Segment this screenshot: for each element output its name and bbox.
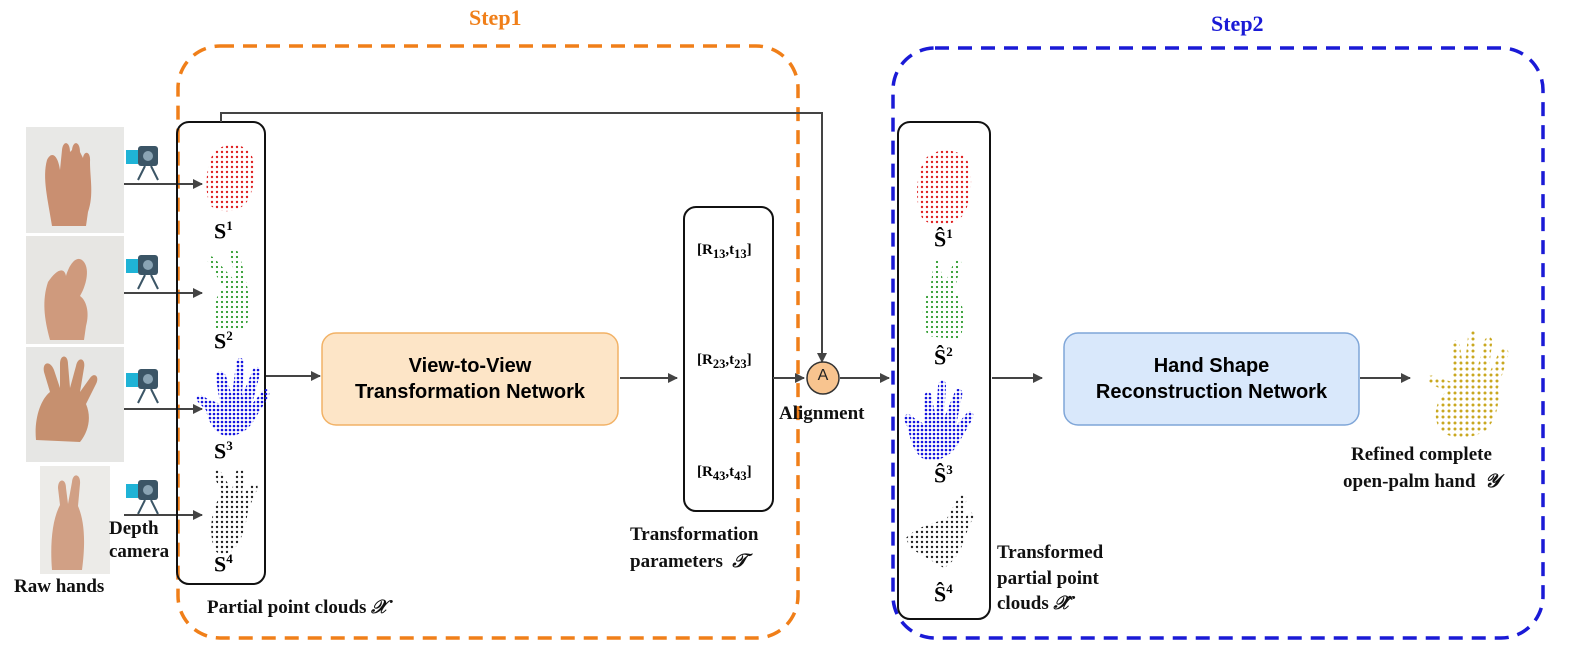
transformed-label-s1: Ŝ1 <box>934 226 953 252</box>
output-label: Refined complete open-palm hand 𝒴 <box>1343 444 1500 492</box>
cloud-label-s2: S2 <box>214 328 233 354</box>
partial-clouds-label: Partial point clouds 𝒳 <box>207 597 388 618</box>
cloud-label-s3: S3 <box>214 438 233 464</box>
hand-photo-2 <box>26 236 124 344</box>
depth-camera-icon-2 <box>126 255 159 290</box>
hand-network-label: Hand Shape Reconstruction Network <box>1095 355 1328 403</box>
transformed-label-s2: Ŝ2 <box>934 344 953 370</box>
step1-title: Step1 <box>469 5 522 30</box>
depth-camera-icon-4 <box>126 480 159 515</box>
hand-photo-3 <box>26 347 124 462</box>
param-row-2: [R23,t23] <box>697 352 752 371</box>
alignment-node <box>806 361 840 395</box>
alignment-label: Alignment <box>779 403 865 424</box>
param-row-3: [R43,t43] <box>697 464 752 483</box>
transformation-params-box <box>683 206 774 512</box>
view-network-label: View-to-View Transformation Network <box>354 355 586 403</box>
transformed-label-s4: Ŝ4 <box>934 581 953 607</box>
view-network-box <box>321 332 619 426</box>
output-point-cloud <box>1426 330 1509 438</box>
hand-network-box <box>1063 332 1360 426</box>
transformed-clouds-label: Transformed partial point clouds 𝒳̂ <box>997 542 1104 615</box>
point-cloud-s2 <box>207 249 251 330</box>
cloud-label-s1: S1 <box>214 218 233 244</box>
hand-photo-1 <box>26 127 124 233</box>
transformed-cloud-s1 <box>917 150 972 226</box>
point-cloud-s1 <box>206 144 255 212</box>
step2-title: Step2 <box>1211 11 1264 36</box>
transformed-cloud-s2 <box>922 258 964 340</box>
alignment-node-label: A <box>817 367 829 384</box>
hand-photo-4 <box>40 466 110 574</box>
depth-camera-icon-1 <box>126 146 159 181</box>
transformed-label-s3: Ŝ3 <box>934 462 953 488</box>
skip-connection-line <box>220 112 827 363</box>
cloud-label-s4: S4 <box>214 551 233 577</box>
raw-hands-label: Raw hands <box>14 576 105 597</box>
transformed-clouds-container <box>897 121 991 620</box>
transformed-cloud-s3 <box>903 380 974 461</box>
step2-dashed-box <box>891 46 1545 640</box>
depth-camera-icon-3 <box>126 369 159 404</box>
param-row-1: [R13,t13] <box>697 242 752 261</box>
point-cloud-s4 <box>211 468 258 555</box>
transformed-cloud-s4 <box>906 495 974 568</box>
transformation-params-label: Transformation parameters 𝒯 <box>630 524 759 572</box>
point-cloud-s3 <box>196 358 270 437</box>
